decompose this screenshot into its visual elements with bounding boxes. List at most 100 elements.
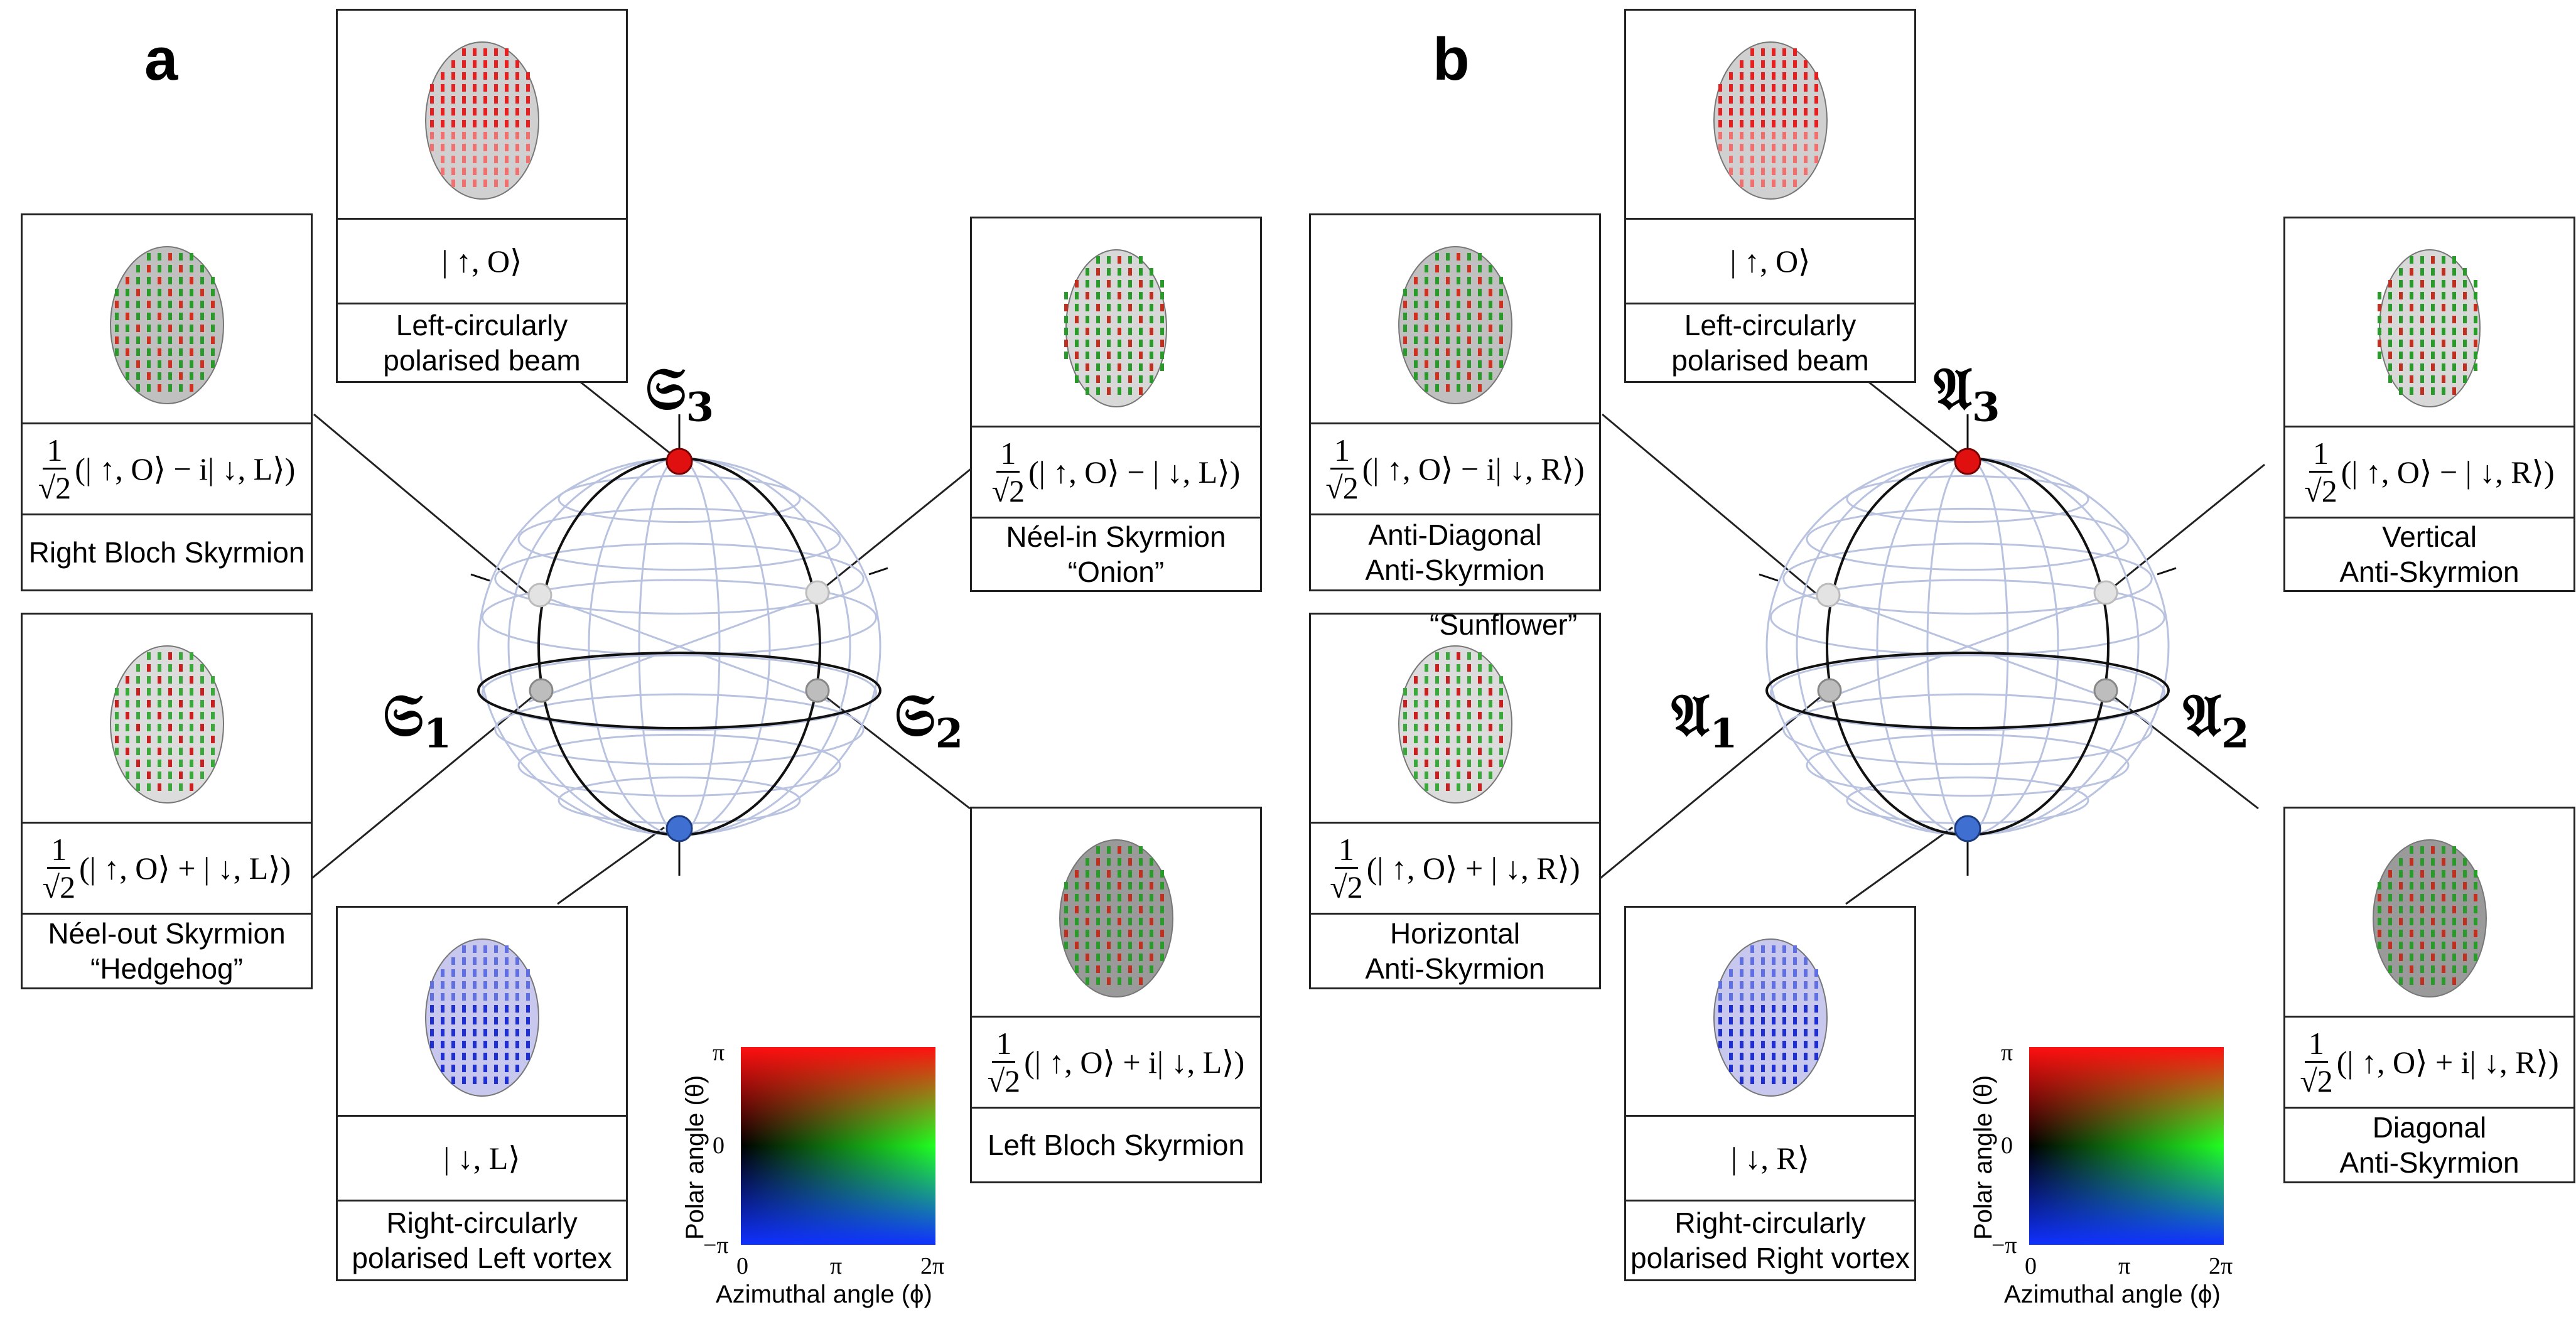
superposition-formula: (| ↑, O⟩ − | ↓, L⟩)	[1028, 454, 1241, 490]
state-label: Néel-in Skyrmion “Onion”	[972, 517, 1260, 590]
state-label: Left-circularly polarised beam	[338, 303, 626, 381]
pole-label-1: 𝔖1	[383, 681, 451, 757]
state-box-upper-right: 1√2(| ↑, O⟩ − | ↓, L⟩) Néel-in Skyrmion …	[970, 217, 1262, 592]
longitude-line	[588, 457, 771, 836]
latitude-line	[1782, 542, 2153, 615]
skyrmion-texture-icon	[2372, 839, 2487, 997]
beam-texture-icon	[1713, 41, 1828, 200]
point-s2	[2093, 678, 2118, 703]
point-s1	[529, 678, 554, 703]
xtick-pi: π	[830, 1253, 843, 1279]
skyrmion-texture-icon	[1398, 246, 1512, 404]
pole-label-3: 𝔄3	[1934, 355, 2000, 431]
ytick-mid: 0	[2001, 1132, 2013, 1159]
equator	[1765, 652, 2170, 729]
pole-label-3: 𝔖3	[645, 355, 714, 431]
latitude-line	[1846, 777, 2089, 825]
pole-symbol: 𝔖	[645, 355, 686, 422]
state-label: Left Bloch Skyrmion	[972, 1107, 1260, 1181]
state-label: Diagonal Anti-Skyrmion	[2285, 1107, 2573, 1181]
axis-left-tick	[470, 573, 490, 582]
state-formula: 1√2(| ↑, O⟩ + | ↓, L⟩)	[23, 822, 311, 913]
pole-subscript: 2	[2221, 710, 2250, 758]
ytick-mid: 0	[713, 1132, 725, 1159]
sphere-frame	[1759, 414, 2177, 876]
longitude-line	[507, 457, 851, 836]
state-label: Right-circularly polarised Right vortex	[1626, 1200, 1914, 1279]
skyrmion-texture-icon	[2377, 249, 2481, 407]
latitude-line	[558, 777, 801, 825]
pole-label-1: 𝔄1	[1671, 681, 1738, 757]
skyrmion-texture-icon	[109, 246, 224, 404]
skyrmion-texture-icon	[1398, 645, 1512, 804]
state-label: Néel-out Skyrmion “Hedgehog”	[23, 913, 311, 987]
point-s1	[1817, 678, 1842, 703]
texture-image-cell	[23, 215, 311, 422]
pole-subscript: 1	[423, 710, 452, 758]
coefficient: 1√2	[1330, 831, 1363, 905]
texture-image-cell	[1311, 615, 1599, 822]
colorbar-overlay	[741, 1047, 935, 1245]
diagonal-grid-line	[528, 590, 831, 703]
state-label: Horizontal Anti-Skyrmion	[1311, 913, 1599, 987]
longitude-line	[638, 457, 721, 836]
superposition-formula: (| ↑, O⟩ − | ↓, R⟩)	[2341, 454, 2555, 490]
diagonal-grid-line	[528, 590, 831, 703]
skyrmion-texture-icon	[109, 645, 224, 804]
ytick-top: π	[2001, 1040, 2013, 1066]
coefficient: 1√2	[1325, 432, 1359, 505]
ket-formula: | ↑, O⟩	[441, 244, 522, 279]
state-box-bottom: | ↓, L⟩ Right-circularly polarised Left …	[336, 906, 628, 1281]
state-formula: 1√2(| ↑, O⟩ − | ↓, L⟩)	[972, 426, 1260, 517]
pole-subscript: 3	[686, 384, 714, 431]
axis-right-tick	[868, 567, 888, 576]
pole-symbol: 𝔄	[1934, 355, 1972, 422]
longitude-line	[1796, 457, 2140, 836]
superposition-formula: (| ↑, O⟩ + | ↓, R⟩)	[1366, 851, 1580, 886]
latitude-line	[494, 693, 865, 765]
point-upper-right	[805, 580, 830, 605]
state-label: Anti-Diagonal Anti-Skyrmion	[1311, 513, 1599, 589]
point-s2	[805, 678, 830, 703]
latitude-line	[494, 542, 865, 615]
equator	[477, 652, 881, 729]
state-formula: | ↓, R⟩	[1626, 1115, 1914, 1200]
state-formula: 1√2(| ↑, O⟩ + | ↓, R⟩)	[1311, 822, 1599, 913]
axis-right-tick	[2157, 567, 2177, 576]
xtick-0: 0	[736, 1253, 748, 1279]
colorbar-ylabel: Polar angle (θ)	[1970, 1075, 1997, 1240]
latitude-line	[1806, 507, 2130, 571]
colorbar-base	[2029, 1047, 2224, 1245]
texture-image-cell	[972, 218, 1260, 426]
pole-symbol: 𝔄	[2183, 681, 2221, 749]
colorbar-overlay	[2029, 1047, 2224, 1245]
line-upper-right	[817, 463, 977, 594]
line-upper-right	[2106, 463, 2265, 594]
superposition-formula: (| ↑, O⟩ − i| ↓, L⟩)	[75, 451, 296, 486]
pole-subscript: 3	[1972, 384, 2000, 431]
pole-subscript: 1	[1710, 710, 1738, 758]
colorbar-xlabel: Azimuthal angle (ϕ)	[2004, 1281, 2221, 1308]
latitude-line	[481, 579, 878, 656]
sphere-grid	[477, 457, 881, 836]
latitude-line	[1782, 693, 2153, 765]
ytick-bottom: −π	[1991, 1232, 2017, 1259]
pole-label-2: 𝔄2	[2183, 681, 2250, 757]
superposition-formula: (| ↑, O⟩ + i| ↓, L⟩)	[1024, 1045, 1245, 1080]
ket-formula: | ↓, L⟩	[443, 1141, 520, 1176]
texture-image-cell	[2285, 809, 2573, 1016]
state-box-lower-left: 1√2(| ↑, O⟩ + | ↓, L⟩) Néel-out Skyrmion…	[21, 613, 313, 989]
coefficient: 1√2	[2304, 435, 2337, 508]
state-formula: 1√2(| ↑, O⟩ − | ↓, R⟩)	[2285, 426, 2573, 517]
panel-letter: a	[144, 26, 178, 93]
ytick-bottom: −π	[703, 1232, 729, 1259]
state-box-top: | ↑, O⟩ Left-circularly polarised beam	[336, 9, 628, 383]
ytick-top: π	[713, 1040, 725, 1066]
panel-a: a 𝔖3 𝔖1 𝔖2 | ↑, O⟩	[21, 9, 1262, 1308]
xtick-0: 0	[2025, 1253, 2037, 1279]
ket-formula: | ↓, R⟩	[1730, 1141, 1810, 1176]
north-pole-point	[666, 448, 693, 475]
state-label: Vertical Anti-Skyrmion	[2285, 517, 2573, 590]
sphere-grid	[1765, 457, 2170, 836]
line-bottom	[1845, 826, 1953, 905]
